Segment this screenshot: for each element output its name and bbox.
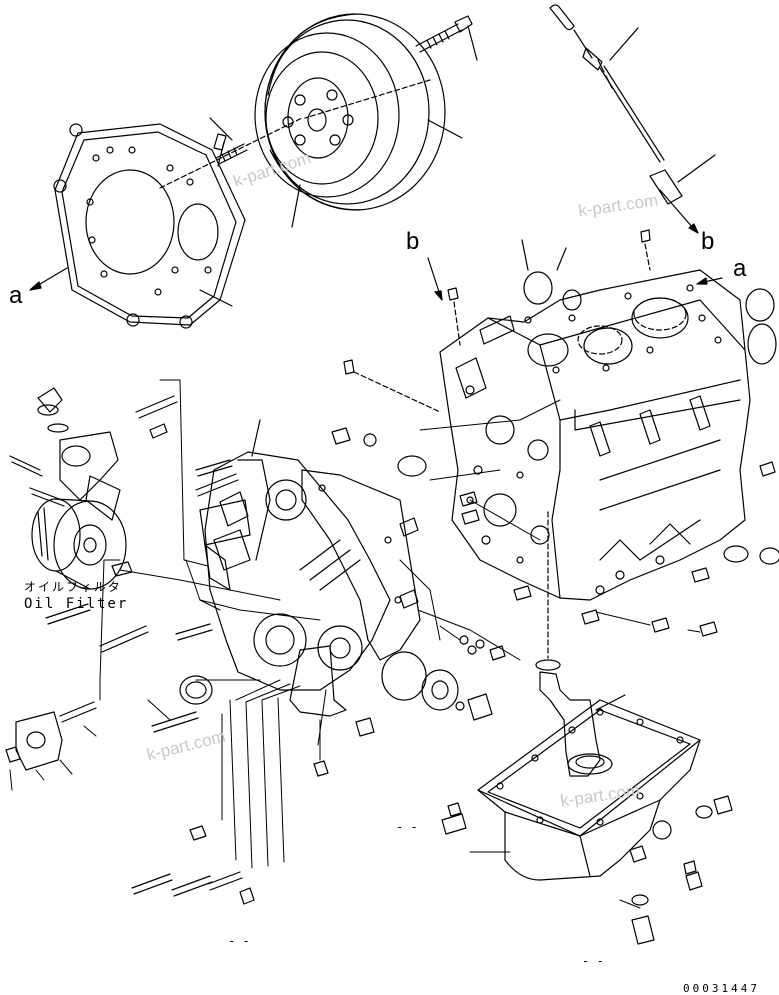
- bolts-and-plugs: [5, 395, 779, 945]
- flywheel-leaders: [291, 25, 478, 228]
- oil-pump-bracket: [289, 645, 347, 717]
- cylinder-block: [439, 269, 751, 601]
- reference-arrows: [29, 189, 723, 301]
- reference-label-b-left: b: [406, 228, 420, 255]
- oil-strainer: [535, 511, 626, 777]
- block-plugs-and-pins: [343, 229, 777, 413]
- flywheel-bolt: [415, 15, 473, 53]
- oil-filter-label-jp: オイルフィルタ: [24, 580, 122, 594]
- oil-filter-label-en: Oil Filter: [24, 596, 129, 612]
- dash-mark: - -: [582, 954, 604, 968]
- reference-label-a-right: a: [733, 255, 747, 282]
- side-cover: [15, 711, 63, 771]
- rear-end-plate: [53, 117, 246, 329]
- dipstick-guide: [609, 27, 716, 205]
- drawing-number: 00031447: [683, 982, 760, 995]
- dash-mark: - -: [228, 934, 250, 948]
- oil-seals: [179, 651, 459, 711]
- oil-pan: [477, 699, 701, 881]
- reference-label-b-right: b: [701, 228, 715, 255]
- gear-case-gasket: [301, 469, 421, 661]
- leader-lines: [9, 379, 701, 909]
- flywheel: [254, 13, 446, 211]
- filler-cap: [37, 387, 69, 433]
- dash-mark: - -: [396, 820, 418, 834]
- reference-label-a-left: a: [9, 282, 23, 309]
- alignment-line: [159, 117, 303, 189]
- rear-plate-bolt: [215, 143, 248, 165]
- dipstick: [549, 4, 665, 163]
- oil-filter-bracket: [59, 431, 121, 521]
- oil-filter: [31, 498, 127, 590]
- gear-case: [204, 419, 391, 691]
